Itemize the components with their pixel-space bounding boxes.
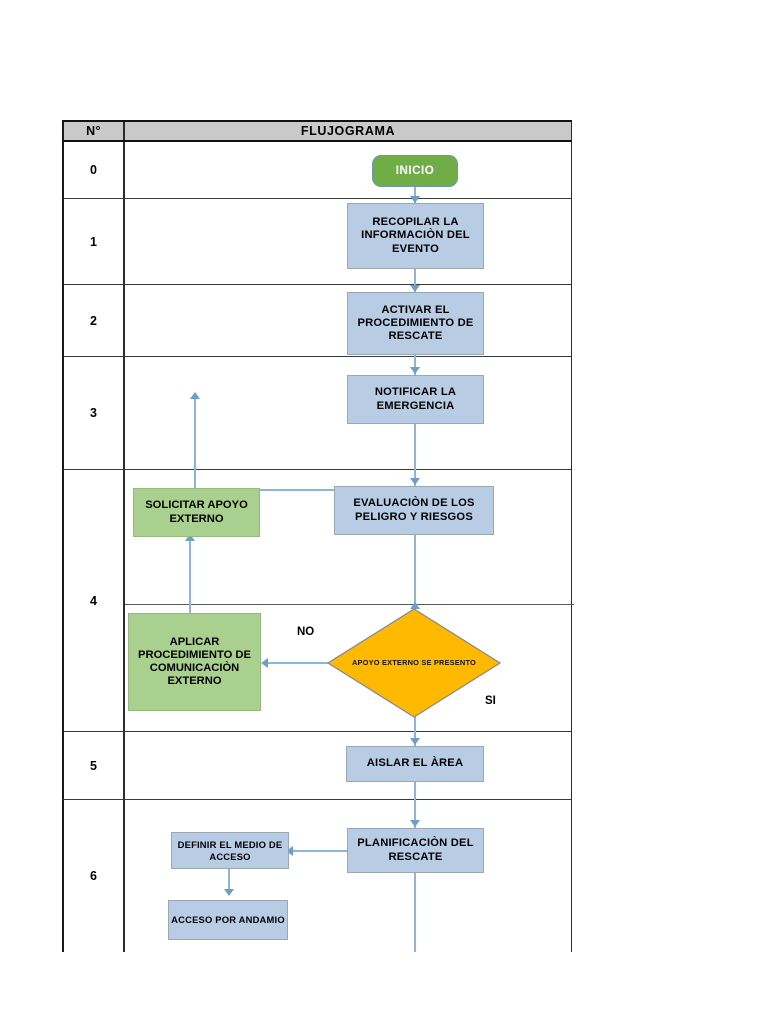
shape-acceso-por-andamio[interactable]: ACCESO POR ANDAMIO — [168, 900, 288, 940]
row-num-4: 4 — [64, 470, 125, 731]
header-title-cell: FLUJOGRAMA — [300, 124, 396, 138]
connector-plan-to-medium — [293, 850, 348, 852]
shape-planificacion-rescate[interactable]: PLANIFICACIÒN DEL RESCATE — [347, 828, 484, 873]
arrowhead-decision-si — [410, 738, 420, 745]
table-row-5: 5 — [62, 732, 572, 800]
connector-step5-to-plan — [414, 782, 416, 828]
arrowhead-feedback-up — [190, 392, 200, 399]
shape-notificar-emergencia[interactable]: NOTIFICAR LA EMERGENCIA — [347, 375, 484, 424]
table-row-6: 6 — [62, 800, 572, 952]
connector-decision-no — [268, 662, 330, 664]
connector-decision-si — [414, 712, 416, 746]
connector-feedback-up — [194, 398, 196, 490]
table-row-1: 1 — [62, 199, 572, 285]
connector-step1-to-step2 — [414, 269, 416, 294]
row-body-0 — [125, 142, 571, 198]
shape-aislar-area[interactable]: AISLAR EL ÀREA — [346, 746, 484, 782]
shape-inicio[interactable]: INICIO — [372, 155, 458, 187]
shape-evaluacion-peligros[interactable]: EVALUACIÒN DE LOS PELIGRO Y RIESGOS — [334, 486, 494, 535]
row-num-2: 2 — [64, 285, 125, 356]
connector-step3-to-eval — [414, 424, 416, 486]
shape-solicitar-apoyo-externo[interactable]: SOLICITAR APOYO EXTERNO — [133, 488, 260, 537]
connector-medium-to-access — [228, 869, 230, 893]
arrowhead-step2-to-step3 — [410, 367, 420, 374]
branch-label-si: SI — [485, 695, 496, 707]
diamond-icon — [327, 608, 501, 718]
shape-activar-procedimiento[interactable]: ACTIVAR EL PROCEDIMIENTO DE RESCATE — [347, 292, 484, 355]
table-header-row: N° FLUJOGRAMA — [62, 120, 572, 142]
shape-definir-medio-acceso[interactable]: DEFINIR EL MEDIO DE ACCESO — [171, 832, 289, 869]
row-num-3: 3 — [64, 357, 125, 469]
row-num-1: 1 — [64, 199, 125, 284]
connector-eval-to-decision — [414, 535, 416, 613]
table-row-2: 2 — [62, 285, 572, 357]
row-num-0: 0 — [64, 142, 125, 198]
table-row-3: 3 — [62, 357, 572, 470]
arrowhead-decision-no — [261, 658, 268, 668]
table-row-4: 4 — [62, 470, 574, 732]
connector-eval-to-feedback — [194, 489, 334, 491]
arrowhead-decision-top — [410, 602, 420, 609]
header-num-cell: N° — [64, 122, 125, 140]
row-4-inner-divider — [125, 604, 574, 605]
arrowhead-plan-to-medium — [286, 846, 293, 856]
shape-aplicar-comunicacion-externo[interactable]: APLICAR PROCEDIMIENTO DE COMUNICACIÒN EX… — [128, 613, 261, 711]
arrowhead-step1-to-step2 — [410, 285, 420, 292]
table-row-0: 0 — [62, 142, 572, 199]
arrowhead-start-to-step1 — [410, 196, 420, 203]
connector-plan-downward — [414, 873, 416, 952]
connector-step2-to-step3 — [414, 355, 416, 375]
arrowhead-step5-to-plan — [410, 820, 420, 827]
branch-label-no: NO — [297, 626, 315, 638]
shape-decision-apoyo-externo[interactable]: APOYO EXTERNO SE PRESENTO — [327, 608, 501, 718]
shape-recopilar-informacion[interactable]: RECOPILAR LA INFORMACIÒN DEL EVENTO — [347, 203, 484, 269]
arrowhead-comm-to-support — [185, 534, 195, 541]
row-num-5: 5 — [64, 732, 125, 799]
arrowhead-step3-to-eval — [410, 478, 420, 485]
connector-comm-to-support — [189, 540, 191, 614]
row-num-6: 6 — [64, 800, 125, 952]
arrowhead-medium-to-access — [224, 889, 234, 896]
